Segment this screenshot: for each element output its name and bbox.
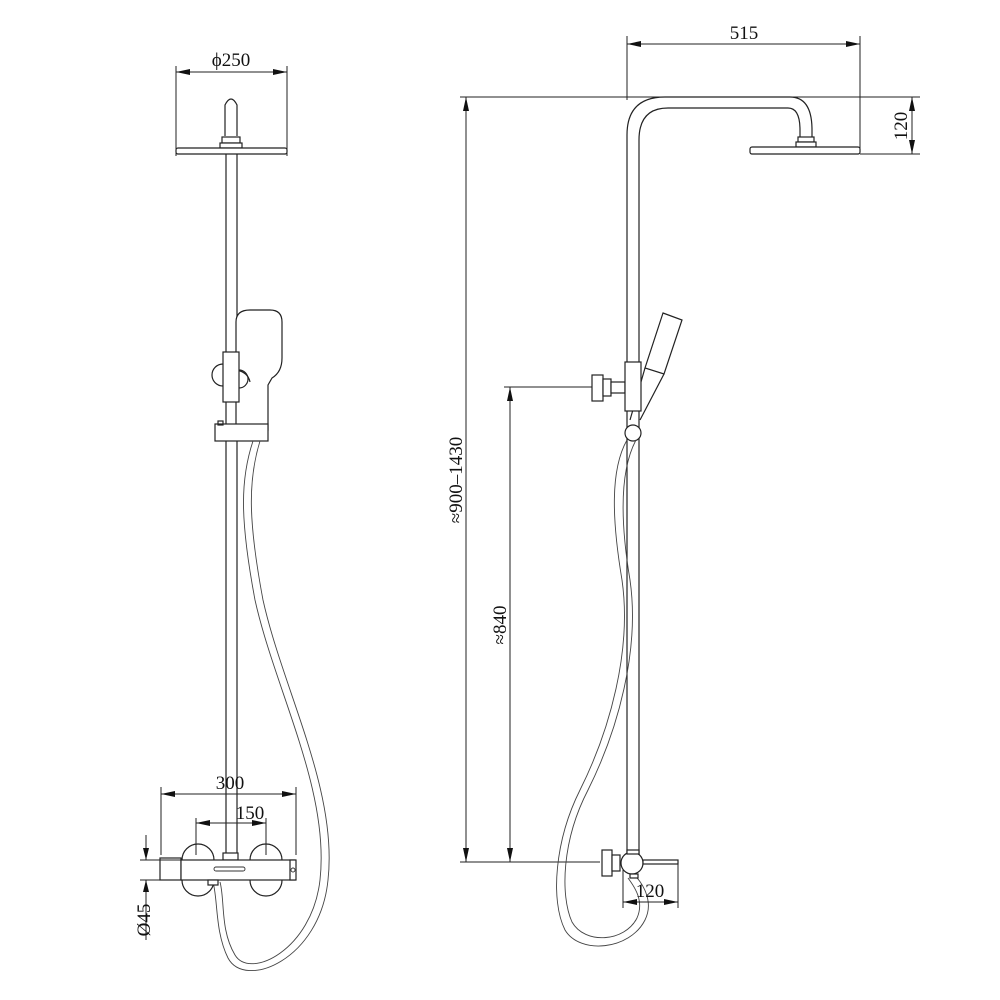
dimension-mixer-width: 300: [160, 773, 297, 855]
mixer-side: [601, 849, 679, 879]
dimension-mixer-diameter: Ø45: [134, 835, 182, 940]
label-mixer-width: 300: [216, 773, 245, 794]
label-head-drop: 120: [891, 112, 912, 141]
dimension-arm-reach: 515: [626, 23, 861, 150]
dimension-holder-height: ≈840: [460, 386, 600, 863]
wall-bracket-side: [591, 361, 642, 412]
dimension-total-height: ≈900–1430: [446, 97, 469, 862]
hose-side: [556, 439, 649, 947]
shower-arm-side: [626, 96, 861, 855]
dimension-head-drop: 120: [460, 96, 920, 155]
front-view: ϕ250: [134, 50, 330, 972]
dimension-head-diameter: ϕ250: [175, 50, 288, 156]
thermostatic-mixer: [159, 843, 297, 897]
dimension-wall-offset: 120: [622, 862, 679, 908]
slide-holder-front: [214, 420, 269, 442]
hose-front: [212, 440, 330, 972]
side-view: 515 120 ≈900–1430: [446, 23, 920, 947]
label-mixer-diameter: Ø45: [134, 904, 155, 937]
label-arm-reach: 515: [730, 23, 759, 44]
dimension-inlet-spacing: 150: [195, 803, 267, 855]
label-inlet-spacing: 150: [236, 803, 265, 824]
riser-pipe-front: [225, 154, 238, 855]
label-wall-offset: 120: [636, 881, 665, 902]
label-total-height: ≈900–1430: [446, 437, 467, 523]
swivel-ball: [624, 424, 642, 442]
overhead-shower: [175, 98, 288, 155]
label-head-diameter: ϕ250: [212, 50, 251, 71]
hand-shower-front: [211, 309, 283, 431]
label-holder-height: ≈840: [490, 606, 511, 645]
